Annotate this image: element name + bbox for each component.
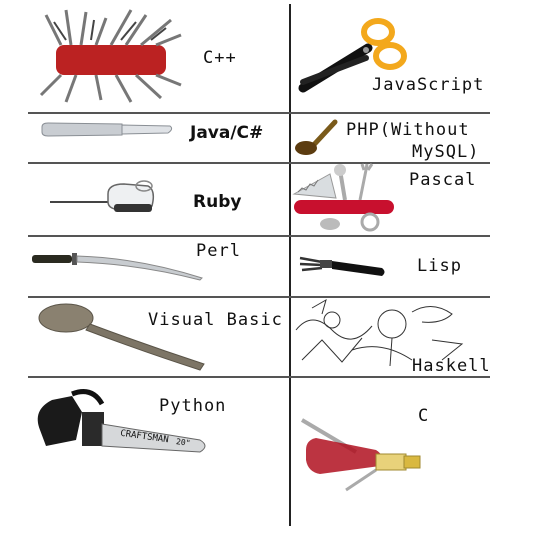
row-divider	[28, 376, 490, 378]
column-divider	[289, 4, 291, 526]
butter-knife-icon	[41, 122, 173, 137]
giant-swiss-army-knife-icon	[39, 9, 182, 103]
pascal-label: Pascal	[409, 170, 477, 190]
row-divider	[28, 296, 490, 298]
row-divider	[28, 235, 490, 237]
scissors-icon	[298, 18, 407, 93]
haskell-label: Haskell	[412, 356, 491, 376]
usb-swiss-army-knife-icon	[300, 418, 421, 492]
spoon-icon	[38, 303, 205, 371]
java-csharp-label: Java/C#	[190, 123, 264, 143]
hammer-icon	[295, 119, 338, 155]
lisp-label: Lisp	[417, 256, 462, 276]
camping-utensil-set-icon	[292, 163, 394, 232]
katana-icon	[32, 253, 203, 281]
python-label: Python	[159, 396, 227, 416]
cpp-label: C++	[203, 48, 237, 68]
ruby-label: Ruby	[193, 192, 242, 212]
garden-fork-icon	[299, 256, 385, 276]
row-divider	[28, 112, 490, 114]
language-tool-grid: C++ JavaScript Java/C# PHP(Without MySQL…	[28, 0, 490, 526]
electric-knife-icon	[50, 180, 155, 212]
abstract-sketch-icon	[295, 298, 464, 367]
javascript-label: JavaScript	[372, 75, 485, 95]
visual-basic-label: Visual Basic	[148, 310, 283, 330]
perl-label: Perl	[196, 241, 241, 261]
row-divider	[28, 162, 490, 164]
chainsaw-icon	[37, 389, 206, 453]
php-label-line2: MySQL)	[412, 142, 480, 162]
chainsaw-bar-size-text: 20"	[175, 437, 192, 448]
c-label: C	[418, 406, 430, 426]
php-label-line1: PHP(Without	[346, 120, 470, 140]
